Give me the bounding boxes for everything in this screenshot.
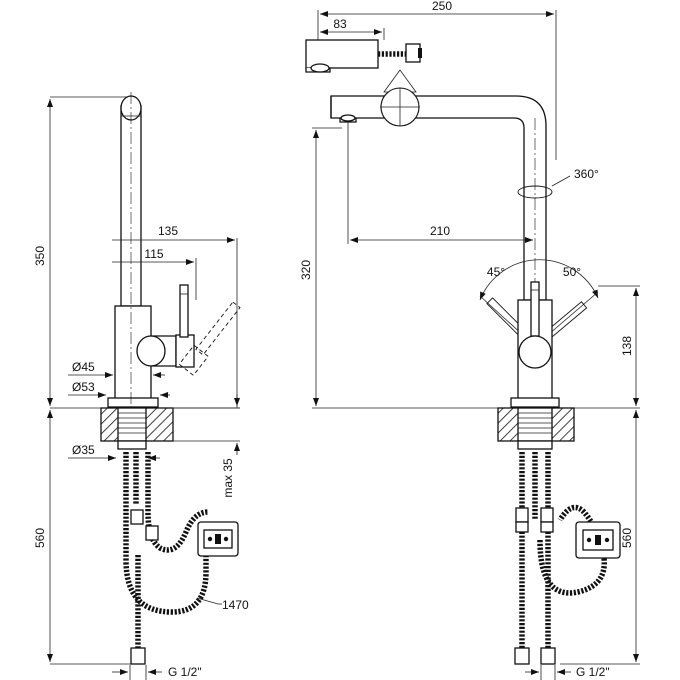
side-lever [178,284,241,376]
dim-height-560-left: 560 [33,410,53,662]
dim-diameter-45-label: Ø45 [72,360,95,374]
dim-overall-width-250: 250 [317,0,557,160]
dim-height-560-right: 560 [560,410,640,665]
dim-connector-left: G 1/2" [112,665,202,680]
front-spout [330,87,547,301]
dim-reach-210: 210 [347,122,533,244]
dim-lever-height-138-label: 138 [620,336,634,356]
dim-height-320-label: 320 [299,260,313,280]
spray-head-detail [305,39,422,73]
side-spout [120,95,142,307]
dim-reach-135: 135 [112,224,238,408]
dim-swivel-360: 360° [517,167,599,199]
side-body [107,305,195,408]
dim-height-350-label: 350 [33,246,47,266]
dim-height-560-left-label: 560 [33,528,47,548]
dim-connector-left-label: G 1/2" [168,665,202,679]
dim-spout-head-83-label: 83 [333,17,347,31]
dim-reach-210-label: 210 [430,224,450,238]
dim-reach-135-label: 135 [158,224,178,238]
dim-height-320: 320 [299,127,640,409]
dim-diameter-53: Ø53 [68,380,170,398]
dim-max-35: max 35 [221,394,240,498]
dim-max-35-label: max 35 [221,458,235,498]
dim-overall-width-250-label: 250 [432,0,452,13]
side-view: 350 560 [33,92,249,680]
side-hoses [123,452,209,665]
dim-angle-45-label: 45° [487,265,505,279]
dim-diameter-45: Ø45 [68,360,165,378]
front-body [510,281,560,408]
front-countertop [497,407,575,450]
dim-hose-length-1470: 1470 [196,597,249,612]
front-connector-box [575,521,621,559]
dim-connector-right-label: G 1/2" [576,665,610,679]
side-countertop [100,407,174,442]
dim-spout-head-83: 83 [320,17,385,40]
dim-connector-right: G 1/2" [525,665,610,680]
dim-hose-length-1470-label: 1470 [222,598,249,612]
dim-diameter-35-label: Ø35 [72,443,95,457]
side-connector-box [197,521,239,557]
front-view: 250 83 [299,0,640,680]
dim-swivel-360-label: 360° [574,167,599,181]
dim-diameter-35: Ø35 [68,440,160,461]
dim-lever-height-138: 138 [598,285,640,406]
dim-diameter-53-label: Ø53 [72,380,95,394]
dim-angle-50-label: 50° [563,265,581,279]
dim-height-350: 350 [33,99,53,406]
dim-height-560-right-label: 560 [620,528,634,548]
dim-reach-115-label: 115 [144,247,163,261]
dim-reach-115: 115 [112,247,197,300]
